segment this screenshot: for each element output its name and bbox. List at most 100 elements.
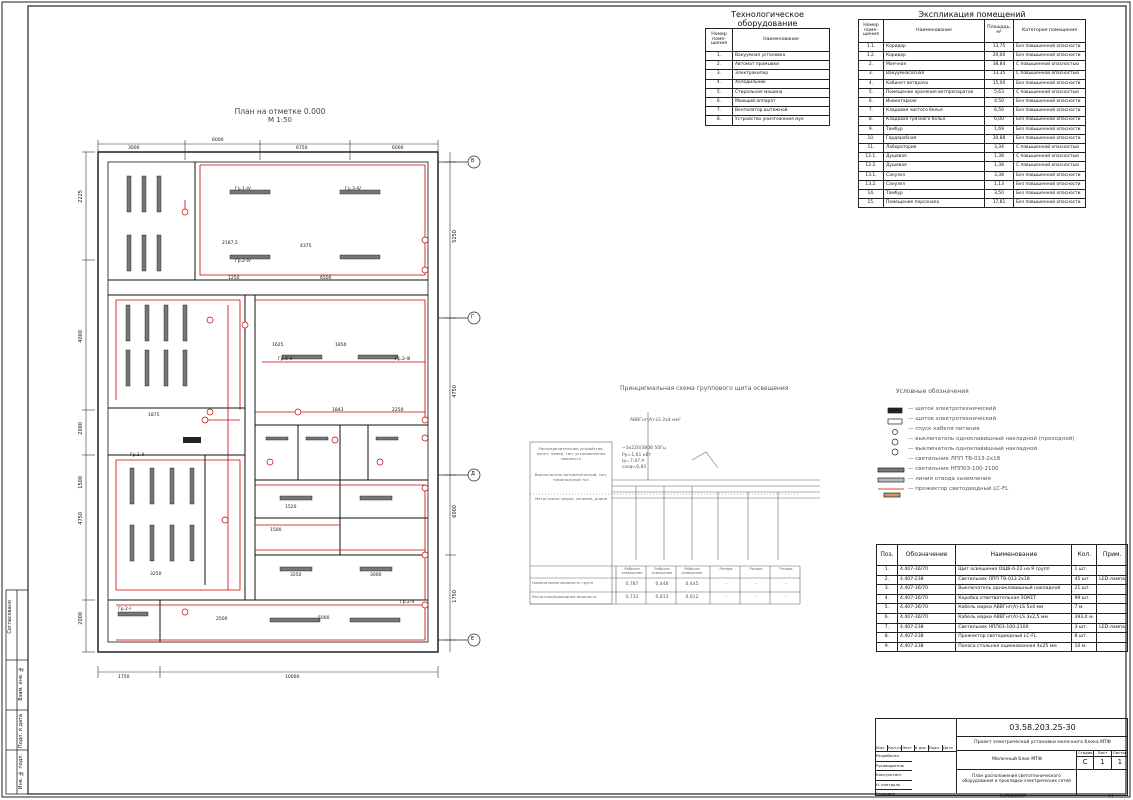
tech-row-name: Автомат промывки xyxy=(732,60,830,71)
room-row-area: 13,75 xyxy=(984,41,1014,53)
room-row-num: 11. xyxy=(858,143,884,154)
title-project: Проект электрической установки молочного… xyxy=(956,736,1128,751)
spec-row-qty: 3 шт. xyxy=(1071,622,1098,634)
plan-outer-wall xyxy=(97,151,439,653)
room-row-name: Тамбур xyxy=(883,124,985,135)
tech-row-name: Холодильник xyxy=(732,78,830,89)
room-row-num: 8. xyxy=(858,115,884,126)
footer-copied: Копировал xyxy=(1000,794,1026,799)
title-col-koluch: Кол.уч. xyxy=(888,745,903,751)
spec-row-designation: 4.407-36/70 xyxy=(896,603,957,614)
spec-row-pos: 2. xyxy=(876,574,898,586)
spec-row-qty: 7 м. xyxy=(1071,603,1098,614)
side-stamp-agreed: Согласовано xyxy=(7,600,13,634)
schematic-title: Принципиальная схема группового щита осв… xyxy=(620,385,789,392)
tech-row-num: 5. xyxy=(705,87,733,98)
spec-row-note: LED-лампа xyxy=(1096,574,1128,586)
room-row-category: Без повышенной опасности xyxy=(1013,97,1086,108)
title-org-cell xyxy=(1076,769,1128,795)
spec-row-designation: 4.407-238 xyxy=(896,632,957,643)
tech-equipment-row: 6.Моющий аппарат xyxy=(705,96,830,108)
room-row-area: 5,63 xyxy=(984,87,1014,99)
spec-row-name: Коробка ответвительная ЗОКЕТ xyxy=(955,593,1073,605)
tech-row-num: 4. xyxy=(705,78,733,89)
room-row-area: 20,00 xyxy=(984,51,1014,62)
sheet-inner-frame xyxy=(27,5,1127,795)
spec-row-note xyxy=(1096,641,1128,653)
title-role-head: Руководитель xyxy=(876,762,912,771)
inner-dim-9: 3250 xyxy=(150,572,162,577)
room-row-area: 15,00 xyxy=(984,78,1014,89)
schematic-row-label-2: Выключатель автоматический, тип, номинал… xyxy=(534,472,608,482)
inner-dim-3: 1250 xyxy=(228,276,240,281)
room-row-num: 10. xyxy=(858,133,884,145)
tech-equipment-title: Технологическое оборудование xyxy=(731,10,804,28)
spec-row-qty: 393,0 м. xyxy=(1071,612,1098,624)
legend-title: Условные обозначения xyxy=(896,388,969,395)
schematic-col-header: Резерв xyxy=(749,567,763,571)
spec-row-name: Полоса стальная оцинкованная 4х25 мм xyxy=(955,641,1073,653)
plan-inner-wall xyxy=(107,161,429,643)
schematic-col-value: - xyxy=(725,595,727,600)
inner-dim-14: 1625 xyxy=(272,343,284,348)
room-row-name: Моечная xyxy=(883,60,985,71)
legend-item-floodlight: — прожектор светодиодный LC-FL xyxy=(908,486,1009,492)
side-stamp-inv: Инв. № подл. xyxy=(18,754,24,790)
dim-top-3: 6750 xyxy=(296,146,308,151)
dim-top-1: 3000 xyxy=(128,146,140,151)
room-row-category: С повышенной опасностью xyxy=(1013,143,1086,154)
legend-item-cable-drop: — спуск кабеля питания xyxy=(908,426,980,432)
room-row-name: Коридор xyxy=(883,41,985,53)
tech-row-name: Вакуумная установка xyxy=(732,50,830,62)
side-stamp xyxy=(5,589,29,795)
tech-row-num: 3. xyxy=(705,69,733,80)
tech-equipment-row: 2.Автомат промывки xyxy=(705,60,830,71)
schematic-col-value: - xyxy=(755,595,757,600)
room-row-num: 2. xyxy=(858,60,884,71)
tech-row-num: 2. xyxy=(705,60,733,71)
schematic-col-value: - xyxy=(725,582,727,587)
rooms-header-area: Площадь, м² xyxy=(984,19,1014,43)
room-row-category: С повышенной опасностью xyxy=(1013,60,1086,71)
schematic-param-2: Iр=7,47 А xyxy=(622,459,645,464)
room-row-area: 4,50 xyxy=(984,97,1014,108)
group-label-6: Гр.2-I xyxy=(118,607,131,612)
room-row-num: 9. xyxy=(858,124,884,135)
room-row-name: Санузел xyxy=(883,170,985,181)
spec-row-pos: 5. xyxy=(876,603,898,614)
room-row-num: 15. xyxy=(858,198,884,209)
room-row-num: 7. xyxy=(858,106,884,117)
dim-top-2: 6000 xyxy=(212,138,224,143)
tech-row-name: Устройство уничтожения мух xyxy=(732,115,830,126)
group-label-5: Гр.3-II xyxy=(278,357,293,362)
tech-row-num: 8. xyxy=(705,115,733,126)
room-row-area: 6,00 xyxy=(984,115,1014,126)
spec-row-name: Выключатель одноклавишный накладной xyxy=(955,584,1073,595)
title-col-izm: Изм. xyxy=(876,745,889,751)
schematic-col-header: Рабочее освещение xyxy=(681,567,703,575)
spec-row-qty: 99 шт. xyxy=(1071,593,1098,605)
room-row-num: 12.2. xyxy=(858,161,884,172)
axis-label-d: Д xyxy=(471,471,475,477)
schematic-param-3: cosφ=0,81 xyxy=(622,465,647,470)
room-row-num: 14. xyxy=(858,188,884,200)
room-row-num: 13.2. xyxy=(858,179,884,191)
spec-row-name: Кабель марки АВВГнг(А)-LS 3х2,5 мм xyxy=(955,612,1073,624)
title-sheets-label: Листов xyxy=(1112,750,1127,755)
schematic-col-value: 0,813 xyxy=(655,595,669,600)
dim-left-2: 4000 xyxy=(78,330,84,343)
spec-header-name: Наименование xyxy=(955,544,1073,566)
room-row-category: Без повышенной опасности xyxy=(1013,115,1086,126)
title-code: 03.58.203.25-30 xyxy=(956,719,1128,737)
schematic-col-value: - xyxy=(755,582,757,587)
